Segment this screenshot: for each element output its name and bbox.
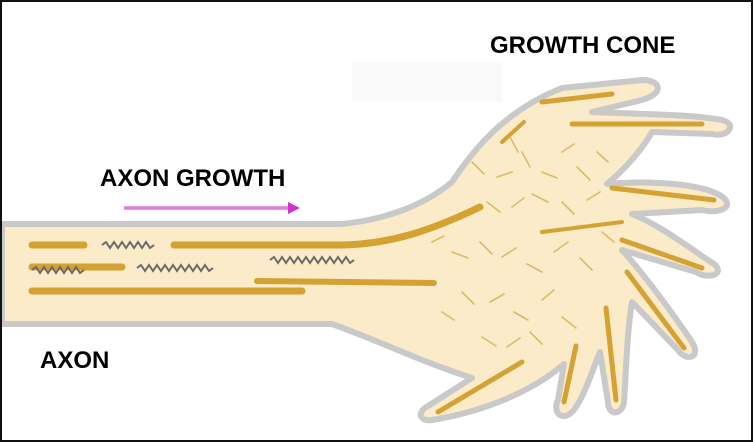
axon-growth-arrow xyxy=(124,202,300,214)
neuron-outline xyxy=(2,80,730,420)
axon-growth-label: AXON GROWTH xyxy=(100,167,285,191)
filament xyxy=(257,281,434,283)
growth-cone-label: GROWTH CONE xyxy=(490,34,675,58)
axon-label: AXON xyxy=(40,349,109,373)
arrow-head xyxy=(288,202,300,214)
axon-and-growth-cone-shape xyxy=(2,80,730,420)
background-smudge xyxy=(352,62,502,102)
